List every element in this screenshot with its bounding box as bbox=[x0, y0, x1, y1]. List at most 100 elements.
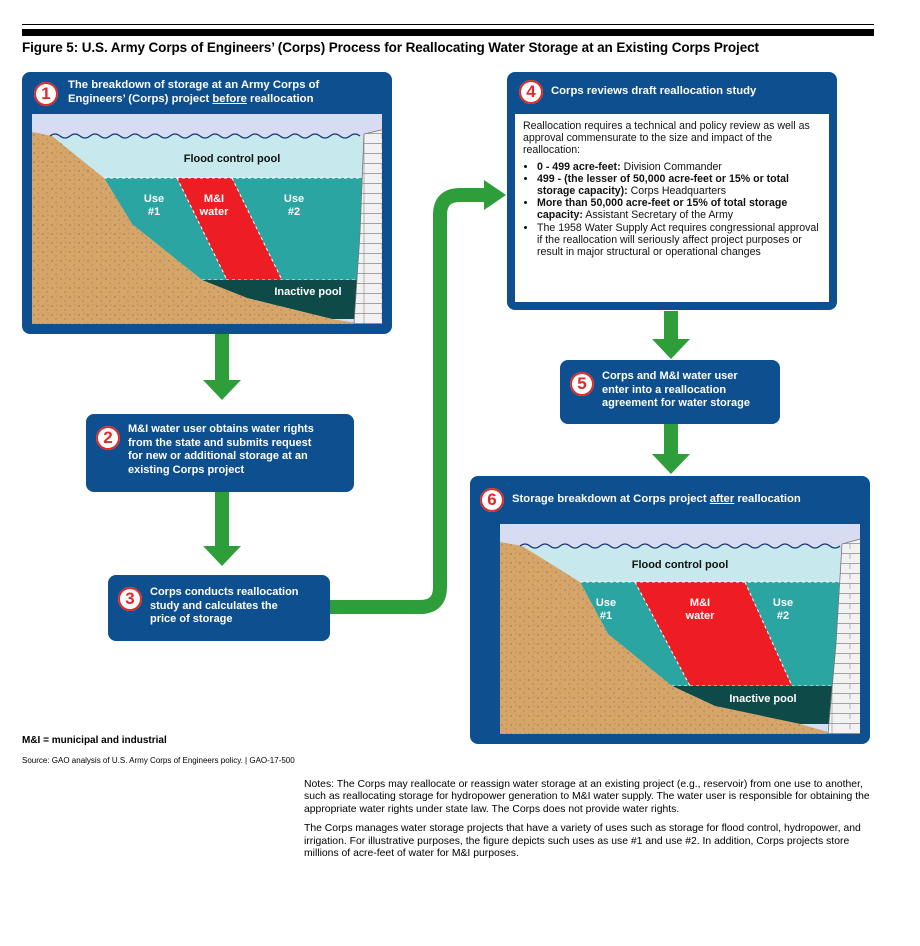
step-6-number: 6 bbox=[480, 488, 504, 512]
use1-label-b: #1 bbox=[148, 206, 160, 218]
abbreviation-note: M&I = municipal and industrial bbox=[22, 735, 167, 746]
step-5-line: Corps and M&I water user bbox=[602, 370, 738, 382]
water-surface bbox=[49, 133, 361, 139]
reservoir-after-diagram: Flood control pool Use #1 M&I water Use … bbox=[500, 524, 860, 734]
inactive-pool bbox=[672, 686, 840, 724]
bullet-text: Corps Headquarters bbox=[627, 185, 727, 198]
step-2-number: 2 bbox=[96, 426, 120, 450]
mi-water-region bbox=[177, 178, 282, 280]
use1-region bbox=[580, 582, 690, 686]
use2-region bbox=[745, 582, 840, 686]
mi-label-a: M&I bbox=[204, 193, 224, 205]
mi-water-region bbox=[635, 582, 792, 686]
bullet-bold: More than 50,000 acre-feet or 15% of tot… bbox=[537, 197, 788, 222]
step-6-title: Storage breakdown at Corps project after… bbox=[512, 493, 801, 507]
top-rule-thin bbox=[22, 24, 874, 25]
step-4-bullet: The 1958 Water Supply Act requires congr… bbox=[537, 222, 821, 259]
dam-rock bbox=[827, 538, 860, 734]
arrow-3-to-4 bbox=[330, 180, 506, 614]
step-4-panel: 4 Corps reviews draft reallocation study… bbox=[507, 72, 837, 310]
flood-label: Flood control pool bbox=[632, 559, 729, 571]
step-2-line: existing Corps project bbox=[128, 463, 245, 476]
use2-label-b: #2 bbox=[777, 610, 789, 622]
step-2-line: from the state and submits request bbox=[128, 436, 312, 449]
flood-pool bbox=[52, 136, 362, 178]
step-3-panel: 3 Corps conducts reallocation study and … bbox=[108, 575, 330, 641]
use1-label-a: Use bbox=[596, 597, 616, 609]
divider-line bbox=[176, 177, 228, 281]
step-3-line: price of storage bbox=[150, 613, 233, 625]
step-6-panel: 6 Storage breakdown at Corps project aft… bbox=[470, 476, 870, 744]
step-4-details: Reallocation requires a technical and po… bbox=[515, 114, 829, 302]
bullet-text: Division Commander bbox=[620, 160, 722, 173]
step-4-bullet: More than 50,000 acre-feet or 15% of tot… bbox=[537, 197, 821, 221]
step-1-title-before: before bbox=[212, 92, 247, 105]
step-6-title-b: reallocation bbox=[734, 493, 801, 505]
figure-title: Figure 5: U.S. Army Corps of Engineers’ … bbox=[22, 40, 759, 55]
divider-line bbox=[231, 177, 283, 281]
step-4-title: Corps reviews draft reallocation study bbox=[551, 85, 757, 97]
step-4-list: 0 - 499 acre-feet: Division Commander 49… bbox=[523, 161, 821, 259]
bullet-bold: 499 - (the lesser of 50,000 acre-feet or… bbox=[537, 172, 790, 198]
water-surface bbox=[519, 543, 841, 549]
flood-label: Flood control pool bbox=[184, 153, 281, 165]
earth-slope bbox=[32, 132, 362, 324]
arrow-2-to-3 bbox=[203, 492, 241, 566]
step-1-panel: 1 The breakdown of storage at an Army Co… bbox=[22, 72, 392, 334]
step-3-line: study and calculates the bbox=[150, 599, 278, 612]
mi-label-b: water bbox=[199, 206, 229, 218]
arrow-5-to-6 bbox=[652, 424, 690, 474]
step-4-bullet: 499 - (the lesser of 50,000 acre-feet or… bbox=[537, 173, 821, 197]
use1-label-b: #1 bbox=[600, 610, 612, 622]
use2-label-a: Use bbox=[773, 597, 793, 609]
arrow-4-to-5 bbox=[652, 311, 690, 359]
step-1-number: 1 bbox=[34, 82, 58, 106]
step-1-title: The breakdown of storage at an Army Corp… bbox=[68, 79, 319, 106]
step-3-number: 3 bbox=[118, 587, 142, 611]
step-3-text: Corps conducts reallocation study and ca… bbox=[150, 586, 299, 627]
step-2-line: M&I water user obtains water rights bbox=[128, 423, 314, 435]
bullet-bold: 0 - 499 acre-feet: bbox=[537, 160, 621, 173]
inactive-pool bbox=[202, 280, 362, 319]
step-1-title-line2: Engineers’ (Corps) project before reallo… bbox=[68, 93, 319, 107]
earth-slope bbox=[500, 542, 835, 734]
step-1-title-a: Engineers’ (Corps) project bbox=[68, 92, 213, 105]
notes-paragraph-2: The Corps manages water storage projects… bbox=[304, 823, 861, 860]
inactive-label: Inactive pool bbox=[729, 693, 796, 705]
step-4-intro: Reallocation requires a technical and po… bbox=[523, 120, 810, 157]
top-rule-thick bbox=[22, 29, 874, 36]
dam-rock bbox=[353, 129, 382, 324]
notes-paragraph-1: Notes: The Corps may reallocate or reass… bbox=[304, 779, 870, 815]
step-5-panel: 5 Corps and M&I water user enter into a … bbox=[560, 360, 780, 424]
bullet-text: Assistant Secretary of the Army bbox=[582, 209, 734, 222]
divider-line bbox=[634, 581, 691, 687]
use2-region bbox=[232, 178, 362, 280]
step-3-line: Corps conducts reallocation bbox=[150, 586, 299, 598]
step-4-number: 4 bbox=[519, 80, 543, 104]
use2-label-a: Use bbox=[284, 193, 304, 205]
step-1-title-b: reallocation bbox=[246, 92, 314, 105]
reservoir-before-diagram: Flood control pool Use #1 M&I water Use … bbox=[32, 114, 382, 324]
step-4-bullet: 0 - 499 acre-feet: Division Commander bbox=[537, 161, 821, 173]
step-5-line: agreement for water storage bbox=[602, 397, 750, 409]
inactive-label: Inactive pool bbox=[274, 286, 341, 298]
step-1-title-line1: The breakdown of storage at an Army Corp… bbox=[68, 79, 320, 91]
step-5-text: Corps and M&I water user enter into a re… bbox=[602, 370, 750, 411]
step-5-line: enter into a reallocation bbox=[602, 383, 727, 396]
mi-label-b: water bbox=[685, 610, 715, 622]
step-5-number: 5 bbox=[570, 372, 594, 396]
divider-line bbox=[744, 581, 793, 687]
step-2-text: M&I water user obtains water rights from… bbox=[128, 423, 314, 477]
use1-region bbox=[104, 178, 227, 280]
source-note: Source: GAO analysis of U.S. Army Corps … bbox=[22, 756, 295, 765]
notes-section: Notes: The Corps may reallocate or reass… bbox=[304, 779, 876, 867]
flood-pool bbox=[522, 546, 840, 582]
use2-label-b: #2 bbox=[288, 206, 300, 218]
arrow-1-to-2 bbox=[203, 334, 241, 400]
use1-label-a: Use bbox=[144, 193, 164, 205]
step-6-title-a: Storage breakdown at Corps project bbox=[512, 493, 710, 505]
step-2-line: for new or additional storage at an bbox=[128, 450, 308, 462]
step-6-title-after: after bbox=[709, 493, 735, 505]
step-2-panel: 2 M&I water user obtains water rights fr… bbox=[86, 414, 354, 492]
